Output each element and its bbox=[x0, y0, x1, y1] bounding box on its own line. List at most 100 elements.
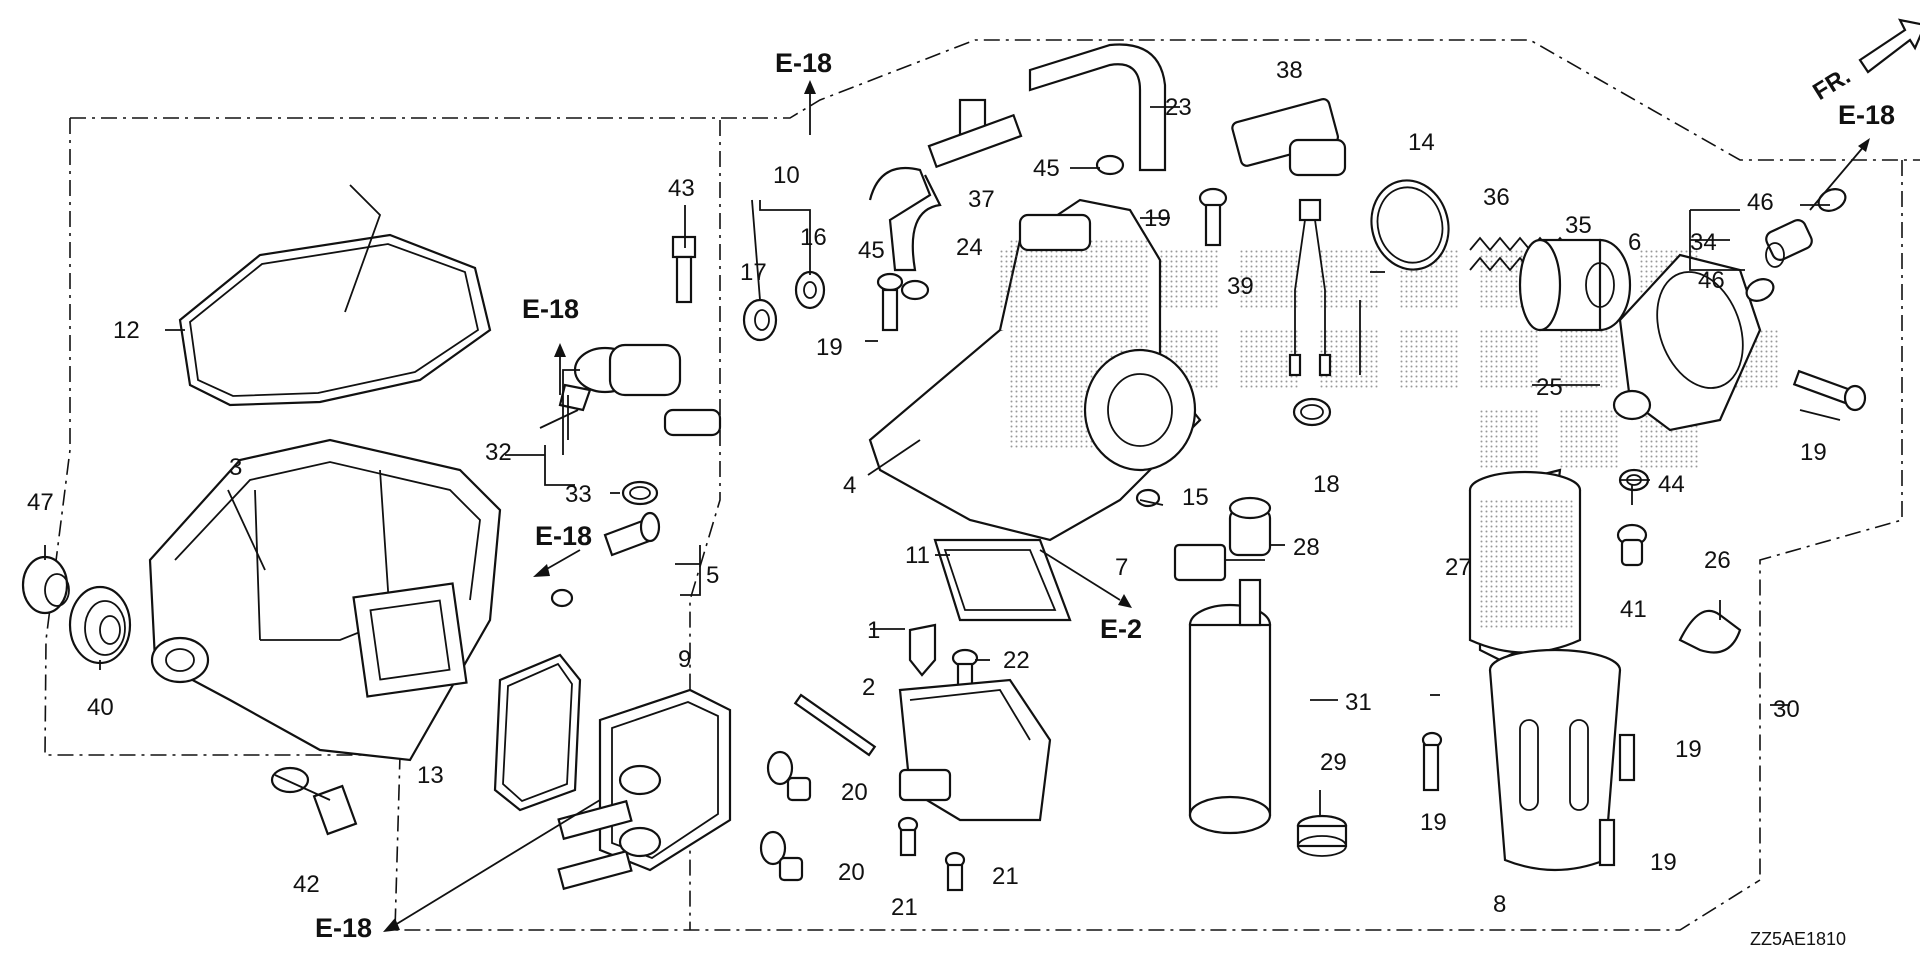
callout-18: 18 bbox=[1313, 471, 1340, 498]
callout-2: 2 bbox=[862, 674, 875, 701]
callout-19e: 19 bbox=[1675, 736, 1702, 763]
ref-e2: E-2 bbox=[1100, 614, 1142, 644]
part-38-connector bbox=[1231, 98, 1347, 177]
front-direction-marker: FR. bbox=[1808, 18, 1920, 106]
part-11-plate bbox=[933, 538, 1072, 622]
part-19-bolt-mid bbox=[876, 272, 904, 332]
part-16-washer bbox=[794, 270, 826, 310]
drawing-code: ZZ5AE1810 bbox=[1750, 929, 1846, 949]
callout-38: 38 bbox=[1276, 57, 1303, 84]
part-1-sensor bbox=[908, 623, 937, 677]
part-19-bolt-top bbox=[1198, 187, 1228, 247]
callout-46b: 46 bbox=[1698, 267, 1725, 294]
part-35-filter bbox=[1518, 238, 1632, 332]
callout-36: 36 bbox=[1483, 184, 1510, 211]
part-7-bracket bbox=[1173, 543, 1227, 582]
callout-35: 35 bbox=[1565, 212, 1592, 239]
part-18-o-ring bbox=[1292, 397, 1332, 427]
ref-e18-bottom: E-18 bbox=[315, 913, 372, 943]
callout-20a: 20 bbox=[841, 779, 868, 806]
assembly-outline bbox=[44, 39, 1920, 931]
part-20-bolts bbox=[759, 750, 812, 882]
callout-23: 23 bbox=[1165, 94, 1192, 121]
part-34-joint bbox=[1765, 219, 1813, 268]
callout-12: 12 bbox=[113, 317, 140, 344]
callout-39: 39 bbox=[1227, 273, 1254, 300]
reference-arrows bbox=[383, 80, 1870, 932]
part-29-ring bbox=[1296, 814, 1348, 857]
callout-20b: 20 bbox=[838, 859, 865, 886]
callout-15: 15 bbox=[1182, 484, 1209, 511]
callout-numbers: 1 2 3 4 5 6 7 8 9 10 11 12 13 14 15 16 1… bbox=[27, 57, 1827, 921]
leader-lines bbox=[44, 106, 1841, 815]
callout-32: 32 bbox=[485, 439, 512, 466]
part-17-seal bbox=[742, 298, 778, 342]
callout-7: 7 bbox=[1115, 554, 1128, 581]
callout-13: 13 bbox=[417, 762, 444, 789]
part-24-hose bbox=[868, 166, 942, 272]
part-9-cover bbox=[557, 688, 732, 891]
ref-e18-left-mid: E-18 bbox=[522, 294, 579, 324]
callout-31: 31 bbox=[1345, 689, 1372, 716]
part-27-filter-case bbox=[1468, 468, 1582, 662]
callout-43: 43 bbox=[668, 175, 695, 202]
callout-44: 44 bbox=[1658, 471, 1685, 498]
callout-37: 37 bbox=[968, 186, 995, 213]
part-25-housing-cover bbox=[1612, 253, 1762, 432]
callout-3: 3 bbox=[229, 454, 242, 481]
callout-45a: 45 bbox=[1033, 155, 1060, 182]
callout-46a: 46 bbox=[1747, 189, 1774, 216]
part-45-clip-b bbox=[900, 279, 930, 301]
ref-e18-top: E-18 bbox=[775, 48, 832, 78]
callout-25: 25 bbox=[1536, 374, 1563, 401]
part-31-fuel-pump bbox=[1188, 578, 1272, 835]
callout-14: 14 bbox=[1408, 129, 1435, 156]
part-19-bolt-right-8a bbox=[1618, 733, 1636, 782]
callout-34: 34 bbox=[1690, 229, 1717, 256]
part-28-cushion bbox=[1228, 496, 1272, 557]
part-42-bolt bbox=[270, 766, 358, 836]
part-23-hose bbox=[1028, 43, 1167, 172]
part-19-bolt-right bbox=[1792, 369, 1867, 412]
part-40-grommet bbox=[68, 585, 132, 665]
part-21-screw-b bbox=[944, 851, 966, 892]
part-26-clip bbox=[1678, 609, 1742, 654]
callout-21b: 21 bbox=[992, 863, 1019, 890]
callout-47: 47 bbox=[27, 489, 54, 516]
part-41-pin bbox=[1616, 523, 1648, 567]
callout-17: 17 bbox=[740, 259, 767, 286]
callout-42: 42 bbox=[293, 871, 320, 898]
callout-29: 29 bbox=[1320, 749, 1347, 776]
part-2-pin bbox=[793, 693, 877, 757]
callout-8: 8 bbox=[1493, 891, 1506, 918]
part-46-o-ring-a bbox=[1817, 188, 1847, 212]
part-46-o-ring-b bbox=[1745, 278, 1775, 302]
part-45-clip-a bbox=[1095, 154, 1125, 176]
callout-22: 22 bbox=[1003, 647, 1030, 674]
callout-19f: 19 bbox=[1650, 849, 1677, 876]
callout-16: 16 bbox=[800, 224, 827, 251]
callout-28: 28 bbox=[1293, 534, 1320, 561]
part-15-o-ring bbox=[1135, 488, 1161, 508]
callout-45b: 45 bbox=[858, 237, 885, 264]
part-47-cap bbox=[21, 555, 70, 615]
callout-5: 5 bbox=[706, 562, 719, 589]
part-12-gasket bbox=[178, 184, 492, 407]
part-3-vapor-separator-case bbox=[148, 438, 502, 762]
callout-9: 9 bbox=[678, 646, 691, 673]
callout-30: 30 bbox=[1773, 696, 1800, 723]
callout-11: 11 bbox=[905, 542, 930, 569]
ref-e18-left-low: E-18 bbox=[535, 521, 592, 551]
part-14-o-ring bbox=[1370, 179, 1450, 271]
part-39-harness bbox=[1288, 198, 1332, 377]
callout-40: 40 bbox=[87, 694, 114, 721]
callout-19b: 19 bbox=[816, 334, 843, 361]
callout-6: 6 bbox=[1628, 229, 1641, 256]
part-5-screw bbox=[550, 511, 661, 608]
callout-10: 10 bbox=[773, 162, 800, 189]
part-4-separator-body bbox=[868, 198, 1202, 542]
part-2-control-box bbox=[898, 678, 1052, 822]
callout-19a: 19 bbox=[1144, 205, 1171, 232]
callout-41: 41 bbox=[1620, 596, 1647, 623]
